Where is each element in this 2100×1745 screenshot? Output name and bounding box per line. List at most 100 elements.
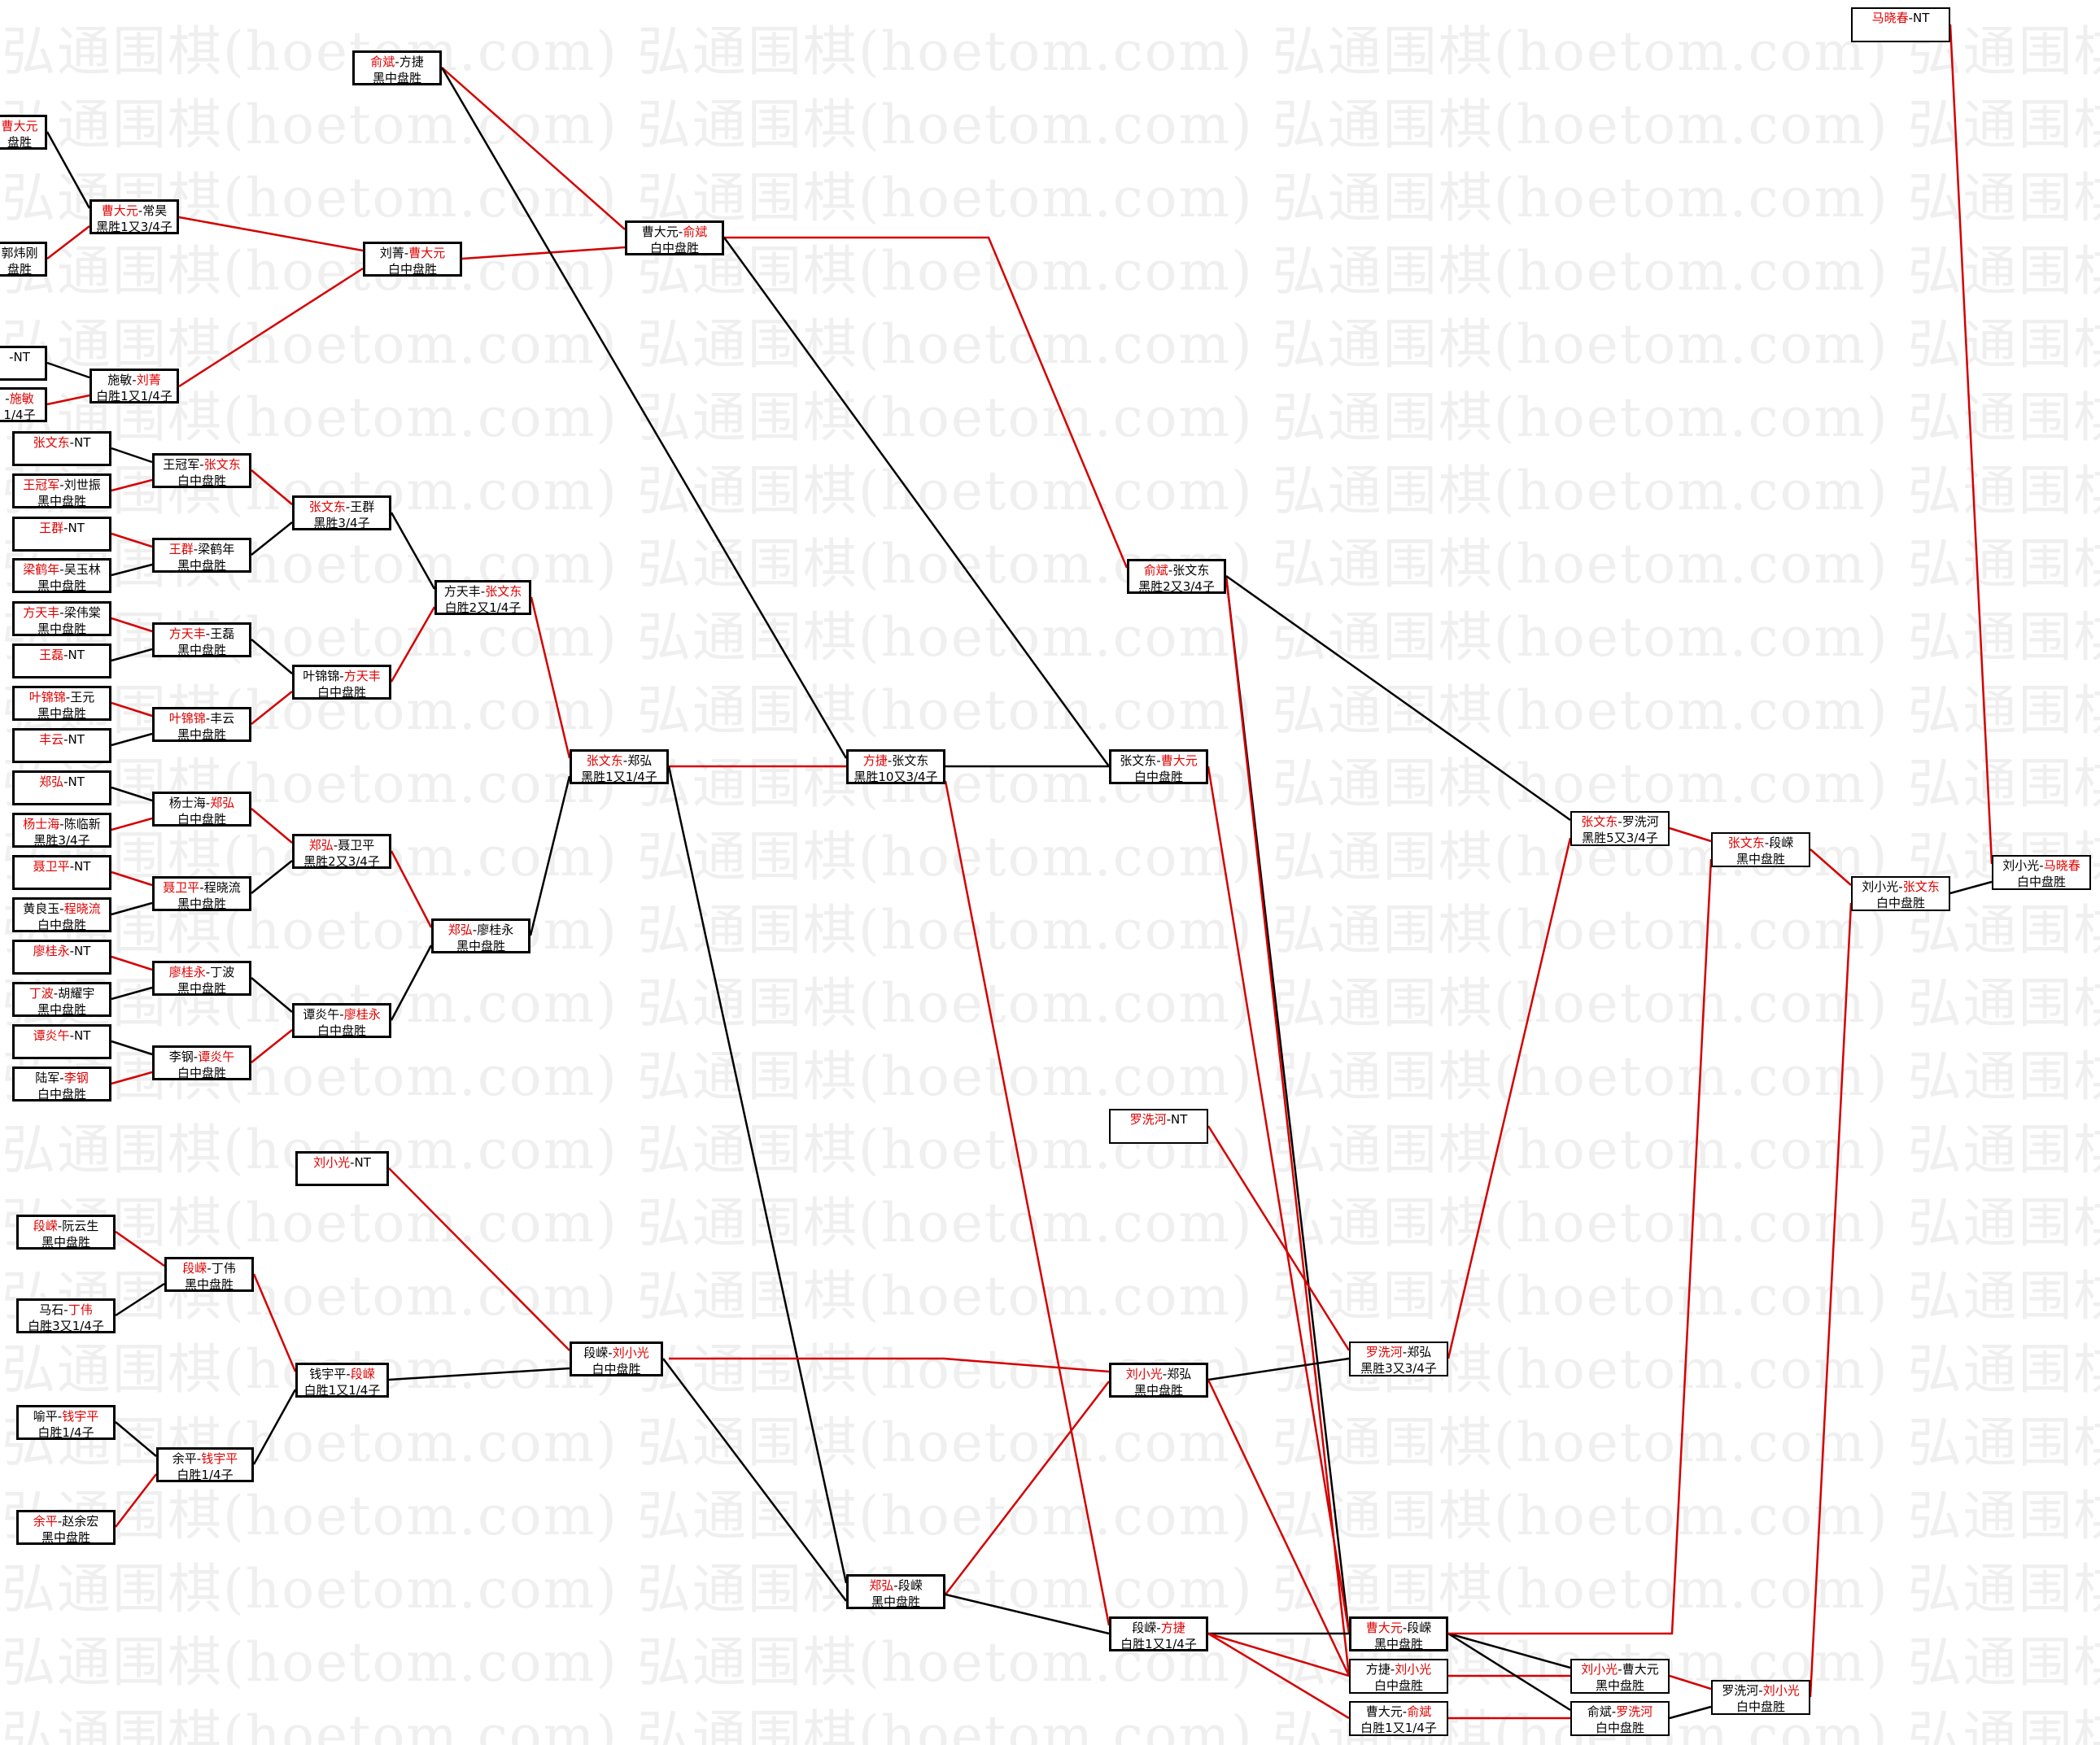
player-name: 方天丰- [443, 584, 486, 599]
player-name: 黄良玉- [23, 901, 64, 916]
winner-name: 廖桂永 [33, 944, 70, 958]
watermark-row: 弘通围棋(hoetom.com) 弘通围棋(hoetom.com) 弘通围棋(h… [2, 1485, 2100, 1547]
match-players: 马晓春-NT [1853, 9, 1949, 26]
match-box: 郑弘-聂卫平黑胜2又3/4子 [292, 834, 391, 869]
bracket-line [111, 447, 153, 464]
bracket-line [178, 216, 364, 252]
bracket-line [252, 1273, 297, 1372]
bracket-line [111, 478, 153, 492]
winner-name: 廖桂永 [168, 965, 206, 979]
match-players: 李钢-谭炎午 [155, 1048, 249, 1065]
bracket-line [662, 1358, 847, 1602]
match-result: 黑中盘胜 [37, 706, 86, 721]
match-result: 白胜2又1/4子 [444, 600, 522, 615]
bracket-line [1448, 858, 1713, 1635]
winner-name: 刘小光 [1762, 1683, 1800, 1698]
match-players: 段嵘-丁伟 [167, 1259, 251, 1276]
match-players: 王磊-NT [15, 646, 109, 663]
player-name: 郭炜刚 [1, 246, 38, 260]
match-box: 马石-丁伟白胜3又1/4子 [16, 1298, 116, 1333]
match-box: 罗洗河-刘小光白中盘胜 [1711, 1680, 1810, 1715]
winner-name: 杨士海 [23, 817, 60, 831]
match-result: 白中盘胜 [1875, 896, 1925, 910]
bracket-line [111, 786, 153, 802]
player-name: -段嵘 [1402, 1621, 1432, 1635]
match-players: 叶锦锦-丰云 [155, 709, 249, 726]
match-result: 白中盘胜 [1373, 1678, 1423, 1693]
match-box: 张文东-罗洗河黑胜5又3/4子 [1570, 811, 1670, 846]
bracket-line [111, 817, 153, 831]
player-name: 陆军- [35, 1071, 64, 1085]
match-result: 黑中盘胜 [1133, 1383, 1183, 1398]
player-name: -罗洗河 [1618, 814, 1659, 829]
winner-name: 李钢 [63, 1071, 89, 1085]
player-name: 李钢- [168, 1049, 199, 1064]
match-result: 白中盘胜 [1595, 1721, 1644, 1735]
player-name: -刘世振 [59, 478, 101, 492]
match-result: 白中盘胜 [177, 1066, 226, 1080]
bracket-line [111, 617, 153, 633]
player-name: -张文东 [887, 753, 929, 768]
match-players: 张文东-罗洗河 [1572, 813, 1668, 830]
match-players: 聂卫平-程晓流 [155, 879, 249, 896]
player-name: 余平- [172, 1451, 202, 1466]
match-box: 方天丰-王磊黑中盘胜 [152, 622, 251, 657]
player-name: 方捷- [1365, 1662, 1395, 1677]
bracket-line [111, 1040, 153, 1056]
match-result: 黑中盘胜 [1373, 1637, 1423, 1651]
match-result: 黑中盘胜 [871, 1594, 920, 1609]
winner-name: 刘小光 [313, 1155, 351, 1170]
player-name: 谭炎午- [303, 1007, 344, 1022]
bracket-line [115, 1230, 165, 1267]
match-result: 黑胜1又1/4子 [581, 770, 657, 784]
bracket-line [1207, 1632, 1350, 1677]
match-box: 俞斌-张文东黑胜2又3/4子 [1127, 559, 1226, 594]
match-players: 钱宇平-段嵘 [298, 1365, 386, 1382]
watermark-row: 弘通围棋(hoetom.com) 弘通围棋(hoetom.com) 弘通围棋(h… [2, 606, 2100, 669]
match-result: 黑中盘胜 [37, 578, 86, 593]
winner-name: 程晓流 [63, 901, 101, 916]
match-players: 曹大元-俞斌 [1351, 1703, 1447, 1720]
match-result: 白中盘胜 [387, 262, 437, 277]
match-players: 马石-丁伟 [19, 1301, 113, 1318]
match-box: 王冠军-刘世振黑中盘胜 [12, 473, 111, 508]
match-result: 白中盘胜 [37, 918, 86, 932]
match-players: 黄良玉-程晓流 [15, 900, 109, 917]
bracket-line [441, 67, 626, 230]
match-players: 张文东-郑弘 [572, 752, 666, 769]
winner-name: 张文东 [1581, 814, 1618, 829]
match-box: 余平-赵余宏黑中盘胜 [16, 1510, 116, 1545]
match-box: 俞斌-罗洗河白中盘胜 [1570, 1701, 1670, 1736]
player-name: -NT [63, 732, 85, 747]
match-result: 黑胜2又3/4子 [303, 854, 380, 869]
bracket-line [46, 131, 91, 209]
watermark-row: 弘通围棋(hoetom.com) 弘通围棋(hoetom.com) 弘通围棋(h… [2, 1411, 2100, 1474]
match-result: 黑中盘胜 [177, 643, 226, 657]
player-name: -NT [69, 435, 91, 450]
bracket-line [390, 606, 436, 683]
player-name: 喻平- [33, 1409, 63, 1424]
winner-name: 郑弘 [308, 838, 334, 853]
bracket-line [111, 701, 153, 718]
bracket-line [1949, 24, 1993, 865]
match-players: 郑弘-廖桂永 [434, 921, 528, 938]
bracket-line [251, 1029, 293, 1063]
watermark-row: 弘通围棋(hoetom.com) 弘通围棋(hoetom.com) 弘通围棋(h… [2, 313, 2100, 376]
player-name: -王磊 [205, 626, 235, 641]
winner-name: 张文东 [586, 753, 623, 768]
player-name: -NT [63, 774, 85, 789]
bracket-line [111, 648, 153, 662]
match-result: 白胜1又1/4子 [1120, 1637, 1197, 1651]
match-players: 俞斌-张文东 [1129, 561, 1224, 578]
player-name: -NT [350, 1155, 371, 1170]
match-result: 黑中盘胜 [1595, 1678, 1644, 1693]
player-name: 马石- [39, 1302, 68, 1317]
match-box: 陆军-李钢白中盘胜 [12, 1067, 111, 1102]
match-box: 聂卫平-NT [12, 855, 111, 890]
player-name: -NT [63, 521, 85, 535]
bracket-line [1447, 1632, 1571, 1712]
match-players: 方天丰-王磊 [155, 625, 249, 642]
match-players: 谭炎午-NT [15, 1027, 109, 1044]
watermark-row: 弘通围棋(hoetom.com) 弘通围棋(hoetom.com) 弘通围棋(h… [2, 94, 2100, 156]
winner-name: 张文东 [33, 435, 70, 450]
